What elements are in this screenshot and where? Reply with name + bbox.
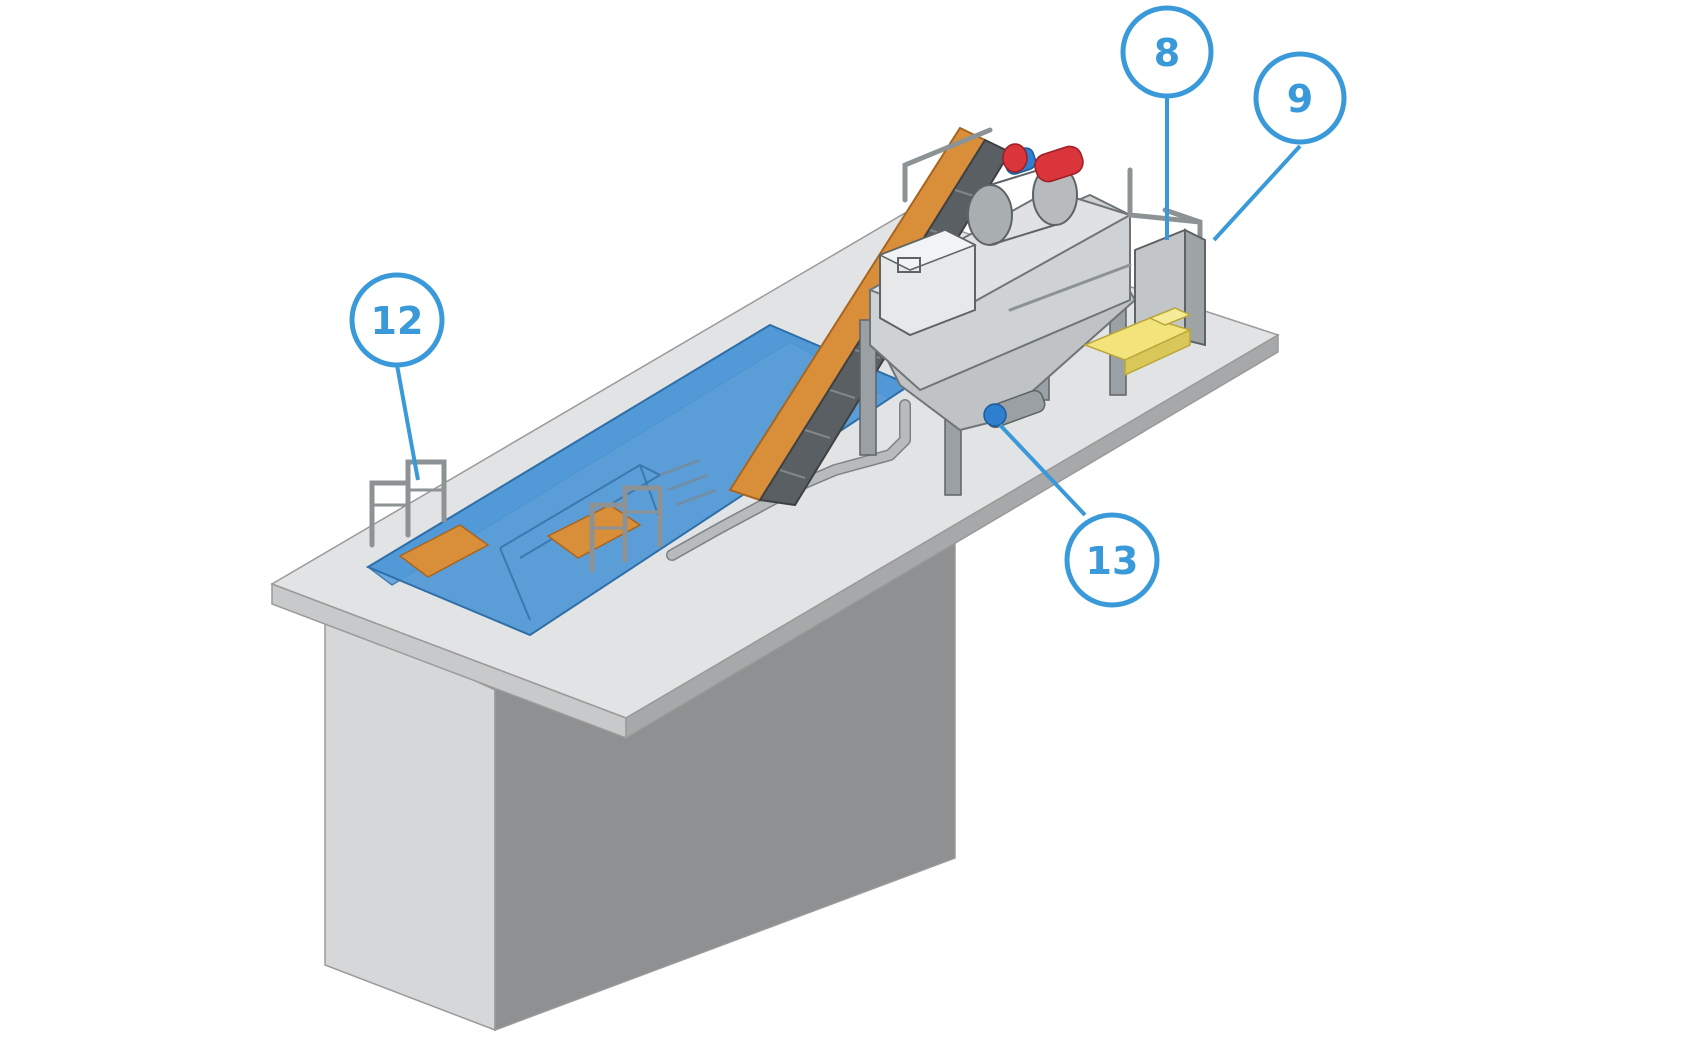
callout-8: 8 bbox=[1120, 5, 1214, 99]
basin-steps bbox=[659, 458, 717, 507]
pallet-with-bags bbox=[1082, 307, 1193, 377]
callout-9-label: 9 bbox=[1287, 77, 1313, 121]
basin-partition-2 bbox=[499, 547, 531, 621]
control-panel-box bbox=[878, 228, 977, 337]
orange-floor-mat-left bbox=[398, 524, 490, 578]
callout-9: 9 bbox=[1253, 51, 1347, 145]
drive-motor-assembly bbox=[1002, 143, 1084, 183]
callout-13: 13 bbox=[1064, 512, 1160, 608]
callout-leader-12 bbox=[395, 364, 420, 481]
pipe-line bbox=[667, 400, 910, 560]
callout-12: 12 bbox=[349, 272, 445, 368]
callout-leader-13 bbox=[998, 423, 1087, 517]
callout-13-label: 13 bbox=[1086, 539, 1139, 583]
callout-leader-9 bbox=[1212, 144, 1302, 242]
callout-12-label: 12 bbox=[371, 299, 424, 343]
callout-8-label: 8 bbox=[1154, 31, 1180, 75]
pump-unit bbox=[983, 389, 1046, 429]
basin-handrail-middle bbox=[589, 485, 663, 573]
platform-slab-right-edge bbox=[625, 333, 1279, 740]
basin-handrail-left bbox=[369, 459, 447, 548]
